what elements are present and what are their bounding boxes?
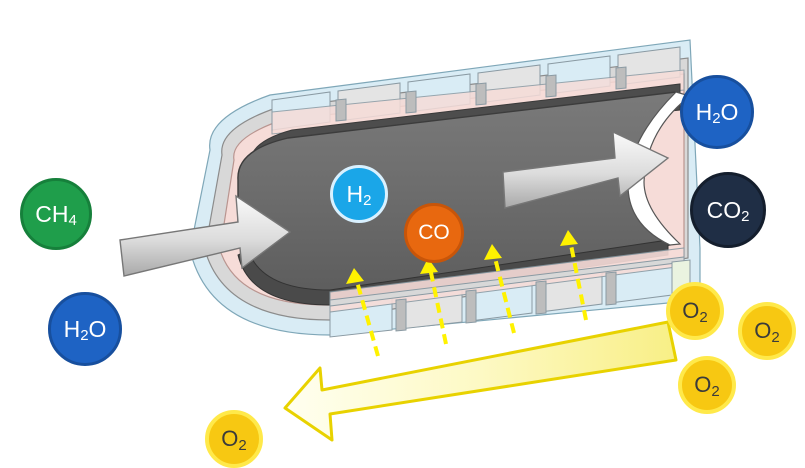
oxygen-subscript: 2 xyxy=(699,308,708,326)
oxygen-label: O xyxy=(682,298,700,323)
oxygen-permeation-arrowheads xyxy=(346,230,578,284)
water-label: H xyxy=(63,315,81,342)
feed-inlet-arrow xyxy=(119,194,292,277)
oxygen-label: O xyxy=(694,372,712,397)
oxygen-label: O xyxy=(221,426,239,451)
water-subscript: 2 xyxy=(712,109,721,127)
oxygen-subscript: 2 xyxy=(711,382,720,400)
top-segment-blocks xyxy=(271,46,685,135)
bottom-segment-blocks xyxy=(329,247,691,338)
oxygen-supply-arrow xyxy=(283,320,678,442)
oxygen-label: O xyxy=(754,318,772,343)
oxygen-permeation-arrows xyxy=(354,239,588,357)
hydrogen-subscript: 2 xyxy=(363,191,372,209)
oxygen-subscript: 2 xyxy=(238,436,247,454)
water-label-tail: O xyxy=(720,98,739,125)
water-label: H xyxy=(695,98,713,125)
water-label-tail: O xyxy=(88,315,107,342)
co2-label: CO xyxy=(706,196,742,223)
oxygen-subscript: 2 xyxy=(771,328,780,346)
methane-label: CH xyxy=(35,200,69,227)
product-outlet-arrow xyxy=(502,130,670,209)
methane-subscript: 4 xyxy=(68,211,77,229)
co-label: CO xyxy=(418,221,450,244)
water-subscript: 2 xyxy=(80,326,89,344)
tube-inner-wall xyxy=(237,83,692,306)
carbon-monoxide-molecule: CO xyxy=(404,203,464,263)
hydrogen-label: H xyxy=(346,180,364,207)
co2-subscript: 2 xyxy=(741,207,750,225)
